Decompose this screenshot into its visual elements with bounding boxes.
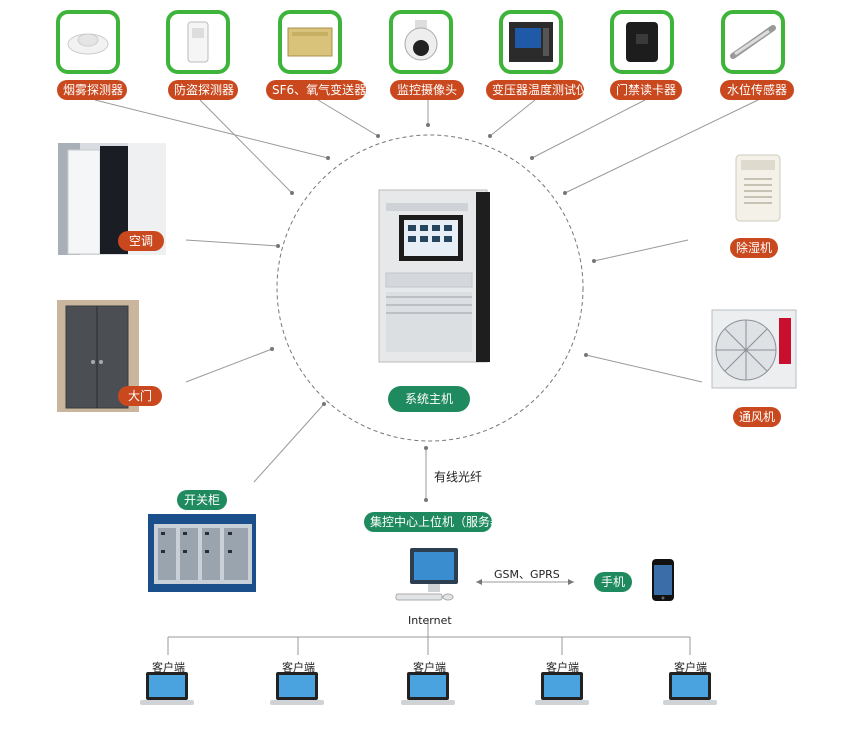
link-label-fiber: 有线光纤: [434, 470, 483, 484]
motion-sensor-icon: [166, 10, 230, 74]
label-switchgear: 开关柜: [177, 490, 227, 510]
label-gsm-gprs: GSM、GPRS: [494, 568, 560, 581]
water-level-sensor-icon: [721, 10, 785, 74]
label-system-host: 系统主机: [388, 386, 470, 412]
label-smoke-detector: 烟雾探测器: [57, 80, 127, 100]
client-label: 客户端: [282, 661, 315, 674]
dehumidifier-image: [735, 154, 781, 222]
host-circle: [276, 134, 584, 442]
switchgear-image: [148, 514, 256, 592]
label-aircon: 空调: [118, 231, 164, 251]
label-camera: 监控摄像头: [390, 80, 464, 100]
smoke-detector-icon: [56, 10, 120, 74]
label-sf6-transmitter: SF6、氧气变送器: [266, 80, 366, 100]
label-burglar-detector: 防盗探测器: [168, 80, 238, 100]
label-mobile-phone: 手机: [594, 572, 632, 592]
label-dehumidifier: 除湿机: [730, 238, 778, 258]
gas-transmitter-icon: [278, 10, 342, 74]
label-internet: Internet: [408, 614, 452, 627]
system-host-device: [378, 189, 490, 363]
label-water-sensor: 水位传感器: [720, 80, 794, 100]
client-label: 客户端: [413, 661, 446, 674]
label-transformer-meter: 变压器温度测试仪: [486, 80, 588, 100]
connector-lines: [94, 99, 759, 655]
ventilation-fan-image: [711, 309, 797, 389]
card-reader-icon: [610, 10, 674, 74]
mobile-phone-icon: [652, 559, 674, 601]
server-computer-icon: [395, 548, 458, 601]
arrow-heads: [270, 123, 596, 585]
label-door: 大门: [118, 386, 162, 406]
label-card-reader: 门禁读卡器: [610, 80, 682, 100]
temperature-meter-icon: [499, 10, 563, 74]
dome-camera-icon: [389, 10, 453, 74]
client-label: 客户端: [674, 661, 707, 674]
label-ventilation-fan: 通风机: [733, 407, 781, 427]
client-label: 客户端: [152, 661, 185, 674]
client-label: 客户端: [546, 661, 579, 674]
client-laptops: [140, 672, 717, 705]
label-central-server: 集控中心上位机（服务器）: [364, 512, 514, 532]
